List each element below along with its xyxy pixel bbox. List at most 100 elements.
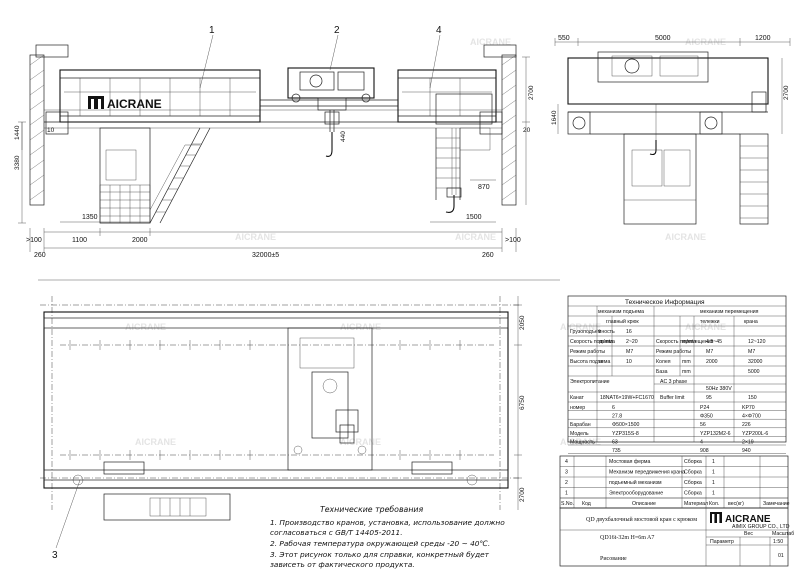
tech-row-value: 940 (742, 448, 751, 454)
watermark: AICRANE (340, 437, 381, 447)
girder-logo: AICRANE (107, 97, 162, 111)
watermark: AICRANE (665, 232, 706, 242)
parts-header: Кол. (709, 501, 719, 507)
tech-row-value: 6 (612, 405, 615, 411)
tech-row-unit: mm (682, 359, 691, 365)
tech-row-value: YZP132M2-6 (700, 431, 731, 437)
dim-label: 1440 (14, 125, 21, 140)
tech-row-label: Скорость перемещения (656, 339, 714, 345)
requirement-line: 3. Этот рисунок только для справки, конк… (270, 550, 490, 559)
requirement-line: 1. Производство кранов, установка, испол… (270, 518, 505, 527)
sheet-number: 01 (778, 553, 784, 559)
parts-header: вес(кг) (728, 501, 744, 507)
tech-row-label: Барабан (570, 422, 591, 428)
tech-header: механизм подъема (598, 309, 644, 315)
tech-row-label: Высота подъема (570, 359, 610, 365)
tech-header: механизм перемещения (700, 309, 759, 315)
watermark: AICRANE (560, 322, 601, 332)
parts-row-qty: 1 (712, 470, 715, 476)
plan-view: 2050 6750 2700 3 (40, 296, 526, 561)
tech-row-value: 18NAT6×19W+FC1670 (600, 395, 654, 401)
dim-label: 440 (340, 131, 347, 142)
tech-row-label: Мощность (570, 439, 595, 445)
tech-row-label: Грузоподъемность (570, 329, 615, 335)
dim-label: 870 (478, 184, 490, 191)
tech-col: тележки (700, 319, 720, 325)
parts-row-note: Сборка (684, 459, 702, 465)
parts-header: Описание (632, 501, 656, 507)
parts-header: Материал (684, 501, 708, 507)
tech-row-value: 32000 (748, 359, 763, 365)
tech-row-unit: m/min (682, 339, 696, 345)
parts-row-note: Сборка (684, 480, 702, 486)
tech-info-table: Техническое Информация механизм подъема … (567, 295, 787, 454)
weight-label: Вес (744, 531, 753, 537)
watermark: AICRANE (135, 437, 176, 447)
tech-row-unit: t (599, 329, 601, 335)
watermark: AICRANE (470, 37, 511, 47)
parts-row-name: подъемный механизм (609, 479, 662, 486)
parts-row-no: 2 (565, 480, 568, 486)
tech-row-unit: m/min (599, 339, 613, 345)
watermarks: AICRANE AICRANE AICRANE AICRANE AICRANE … (125, 37, 726, 447)
parts-row-note: Сборка (684, 491, 702, 497)
tech-row-label: Модель (570, 431, 589, 437)
tech-row-unit: mm (682, 369, 691, 375)
callout-4: 4 (436, 25, 442, 36)
tech-row-value: 2~20 (626, 339, 638, 345)
tech-row-value: 4.5~45 (706, 339, 722, 345)
tech-row-label: Buffer limit (660, 395, 685, 401)
dim-label: 20 (523, 127, 531, 134)
brand-logo-icon (710, 512, 722, 523)
watermark: AICRANE (235, 232, 276, 242)
dim-label: 5000 (655, 35, 671, 42)
tech-row-label: Электропитание (570, 379, 610, 385)
parts-row-note: Сборка (684, 470, 702, 476)
watermark: AICRANE (455, 232, 496, 242)
dim-label: 260 (482, 252, 494, 259)
parts-row-name: Мостовая ферма (609, 459, 650, 465)
tech-row-value: 2×19 (742, 439, 754, 445)
scale-value: 1:50 (773, 539, 783, 545)
parts-header: Код (582, 501, 591, 507)
param-label: Параметр (710, 539, 734, 545)
tech-row-value: 16 (626, 329, 632, 335)
callout-3: 3 (52, 550, 58, 561)
parts-row-no: 3 (565, 470, 568, 476)
requirement-line: зависеть от фактического продукта. (270, 560, 415, 569)
tech-row-label: Скорость подъема (570, 339, 615, 345)
dim-label: 10 (47, 127, 55, 134)
dim-label: 3380 (14, 155, 21, 170)
tech-row-value: 10 (626, 359, 632, 365)
dim-label: 2000 (132, 237, 148, 244)
requirement-line: 2. Рабочая температура окружающей среды … (270, 539, 490, 548)
brand-name: AICRANE (725, 514, 771, 525)
tech-row-label: База (656, 369, 668, 375)
requirements: Технические требования 1. Производство к… (270, 505, 505, 569)
parts-row-qty: 1 (712, 491, 715, 497)
tech-row-value: 63 (612, 439, 618, 445)
tech-row-value: 150 (748, 395, 757, 401)
tech-row-label: Канат (570, 395, 585, 401)
parts-header: Замечание (763, 501, 790, 507)
dim-label: 1200 (755, 35, 771, 42)
tech-row-value: M7 (706, 349, 713, 355)
tech-row-value: 5000 (748, 369, 760, 375)
scale-label: Масштаб (772, 531, 794, 537)
tech-row-value: 735 (612, 448, 621, 454)
tech-row-value: YZP200L-6 (742, 431, 768, 437)
dim-label: 2700 (783, 85, 790, 100)
callout-2: 2 (334, 25, 340, 36)
parts-row-no: 1 (565, 491, 568, 497)
watermark: AICRANE (685, 322, 726, 332)
tech-row-unit: m (599, 359, 603, 365)
dim-label: 32000±5 (252, 252, 279, 259)
tech-row-label: Колея (656, 359, 671, 365)
requirements-title: Технические требования (320, 505, 423, 514)
dim-label: >100 (26, 237, 42, 244)
tech-row-label: Режим работы (570, 349, 605, 355)
brand-group: AIMIX GROUP CO., LTD (732, 524, 790, 530)
